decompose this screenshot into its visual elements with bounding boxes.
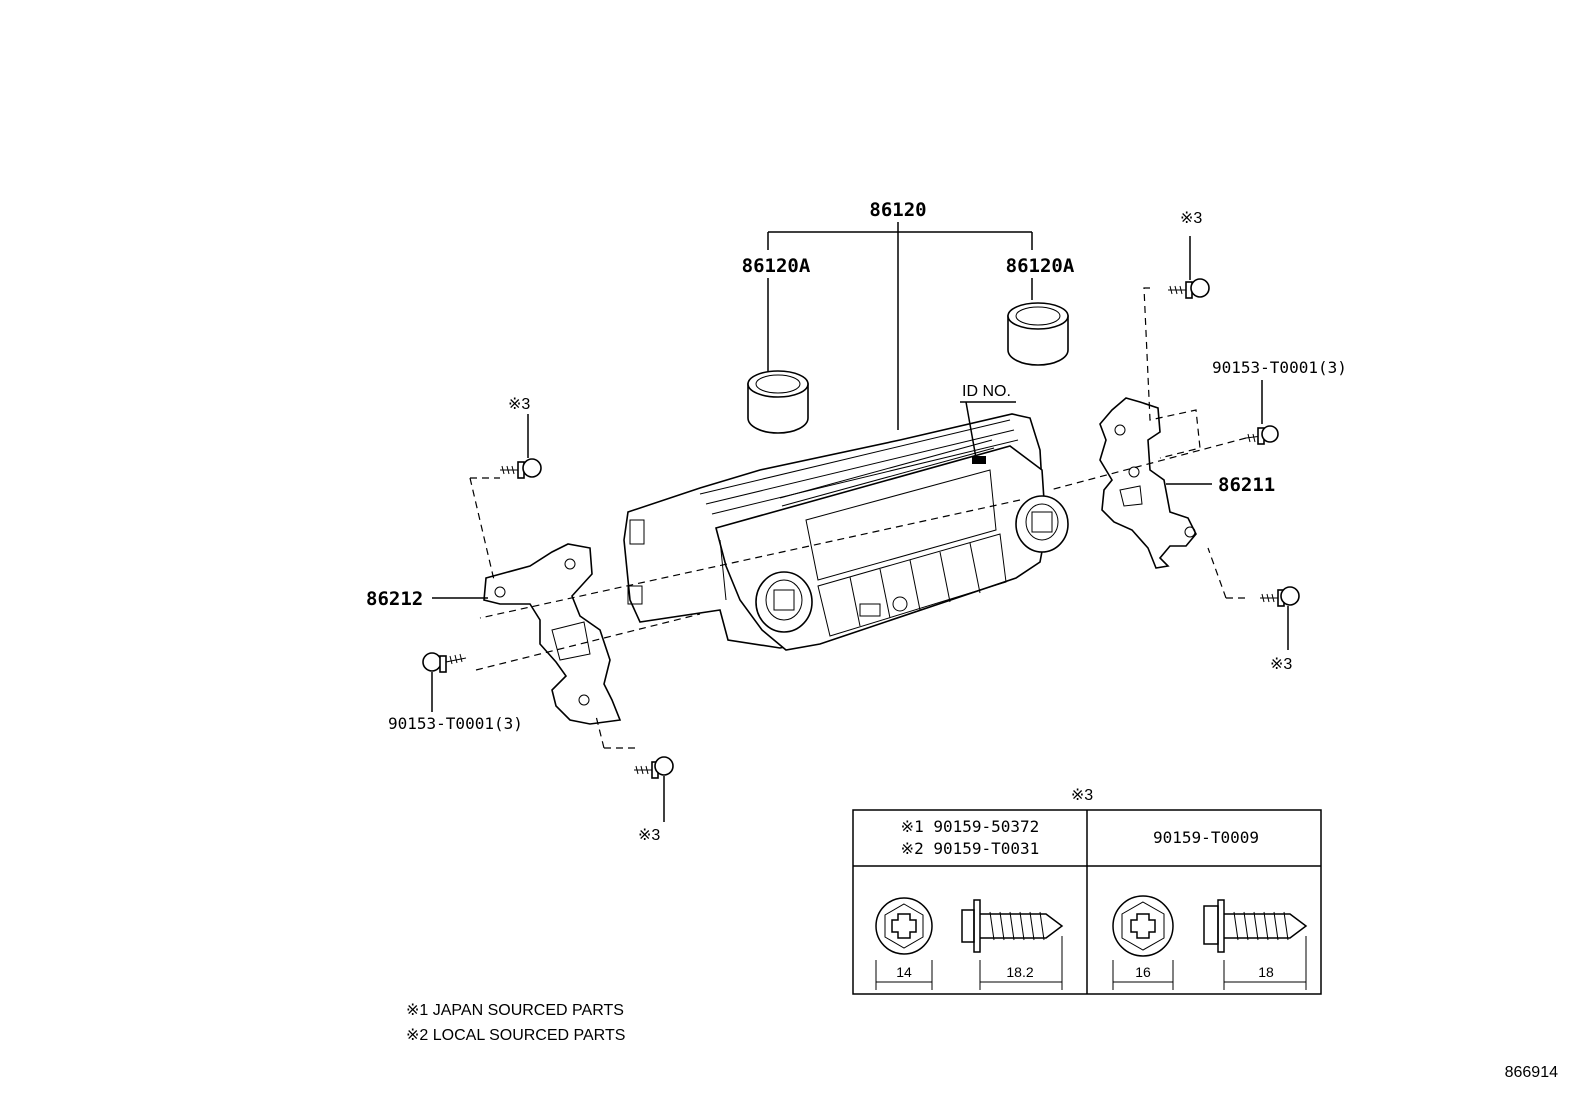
note-local-sourced: ※2 LOCAL SOURCED PARTS <box>406 1027 625 1044</box>
table-col1-line1: ※1 90159-50372 <box>901 817 1040 836</box>
dims-2: 16 18 <box>1112 936 1307 990</box>
dim-16: 16 <box>1135 964 1151 980</box>
knob-right <box>1007 302 1069 366</box>
label-86211: 86211 <box>1218 474 1275 496</box>
screw-side-view-1 <box>961 899 1064 953</box>
label-ref3-top-left: ※3 <box>508 396 530 413</box>
dims-1: 14 18.2 <box>875 936 1063 990</box>
bracket-left <box>483 543 622 725</box>
screw-spec-table: ※3 ※1 90159-50372 ※2 90159-T0031 90159-T… <box>852 787 1322 995</box>
label-86120: 86120 <box>869 199 926 221</box>
label-86120a-left: 86120A <box>742 255 811 277</box>
assembly-lines <box>469 287 1247 749</box>
note-japan-sourced: ※1 JAPAN SOURCED PARTS <box>406 1002 624 1019</box>
label-id-no: ID NO. <box>962 383 1011 400</box>
screw-left-90153 <box>422 652 467 712</box>
dim-18: 18 <box>1258 964 1274 980</box>
diagram-id: 866914 <box>1505 1064 1558 1081</box>
table-title: ※3 <box>1071 787 1093 804</box>
screw-right-90153 <box>1245 380 1279 445</box>
label-90153-right: 90153-T0001(3) <box>1212 358 1347 377</box>
main-unit <box>623 413 1069 651</box>
table-col2: 90159-T0009 <box>1153 828 1259 847</box>
label-86120a-right: 86120A <box>1006 255 1075 277</box>
label-ref3-top-right: ※3 <box>1180 210 1202 227</box>
dim-18-2: 18.2 <box>1006 964 1033 980</box>
screw-head-view-1 <box>875 897 933 955</box>
screw-bottom-right <box>1260 586 1300 650</box>
table-col1-line2: ※2 90159-T0031 <box>901 839 1040 858</box>
screw-bottom-left <box>634 756 674 822</box>
screw-top-right <box>1168 236 1210 299</box>
label-ref3-bottom-left: ※3 <box>638 827 660 844</box>
screw-top-left <box>500 414 542 479</box>
dim-14: 14 <box>896 964 912 980</box>
leader-86120 <box>767 222 1033 430</box>
knob-left <box>747 370 809 434</box>
screw-head-view-2 <box>1112 895 1174 957</box>
leader-id-no <box>960 401 1016 459</box>
label-90153-left: 90153-T0001(3) <box>388 714 523 733</box>
label-86212: 86212 <box>366 588 423 610</box>
bracket-right <box>1099 397 1197 569</box>
label-ref3-bottom-right: ※3 <box>1270 656 1292 673</box>
screw-side-view-2 <box>1203 899 1308 953</box>
